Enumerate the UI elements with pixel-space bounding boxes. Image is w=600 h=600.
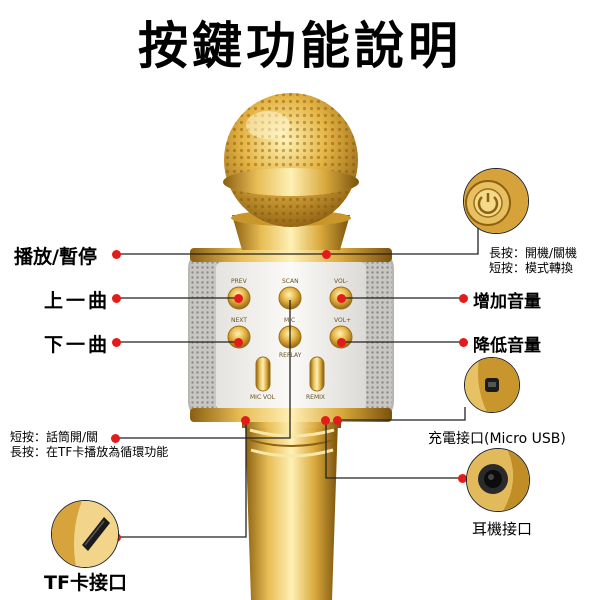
label-play-pause: 播放/暫停: [14, 246, 97, 268]
marker-dot: [337, 294, 346, 303]
mic-note-line2: 長按：在TF卡播放為循環功能: [10, 445, 169, 459]
mic-note: 短按：話筒開/關 長按：在TF卡播放為循環功能: [10, 430, 168, 460]
usb-port-callout: [464, 357, 520, 413]
marker-dot: [337, 338, 346, 347]
marker-dot: [459, 294, 468, 303]
btn-remix-label: REMIX: [306, 394, 325, 401]
btn-next-label: NEXT: [231, 317, 247, 324]
label-vol-up: 增加音量: [473, 292, 541, 312]
headphone-port-callout: [466, 448, 530, 512]
label-charging-port: 充電接口(Micro USB): [428, 431, 566, 447]
tf-card-slot-icon: [52, 501, 118, 567]
marker-dot: [112, 250, 121, 259]
btn-scan-label: SCAN: [282, 278, 299, 285]
marker-dot: [458, 474, 467, 483]
power-note: 長按：開機/關機 短按：模式轉換: [489, 246, 577, 276]
usb-port-icon: [465, 358, 519, 412]
btn-prev-label: PREV: [231, 278, 248, 285]
power-note-line2: 短按：模式轉換: [489, 261, 574, 275]
label-vol-down: 降低音量: [473, 336, 541, 356]
power-icon: [464, 169, 528, 233]
label-tf-port: TF卡接口: [44, 572, 127, 594]
marker-dot: [322, 250, 331, 259]
page-title: 按鍵功能說明: [138, 16, 462, 75]
marker-dot: [234, 338, 243, 347]
btn-volminus-label: VOL-: [334, 278, 348, 285]
label-next-track: 下一曲: [44, 334, 111, 356]
power-button-callout: [463, 168, 529, 234]
marker-dot: [234, 294, 243, 303]
power-note-line1: 長按：開機/關機: [489, 246, 578, 260]
headphone-jack-icon: [467, 449, 529, 511]
tf-slot-callout: [51, 500, 119, 568]
marker-dot: [112, 294, 121, 303]
marker-dot: [459, 338, 468, 347]
label-headphone-port: 耳機接口: [472, 520, 533, 538]
marker-dot: [112, 338, 121, 347]
marker-dot: [241, 416, 250, 425]
btn-micvol-label: MIC VOL: [250, 394, 276, 401]
mic-note-line1: 短按：話筒開/關: [10, 430, 99, 444]
marker-dot: [111, 434, 120, 443]
label-prev-track: 上一曲: [44, 290, 111, 312]
marker-dot: [333, 416, 342, 425]
marker-dot: [321, 416, 330, 425]
btn-volplus-label: VOL+: [334, 317, 351, 324]
